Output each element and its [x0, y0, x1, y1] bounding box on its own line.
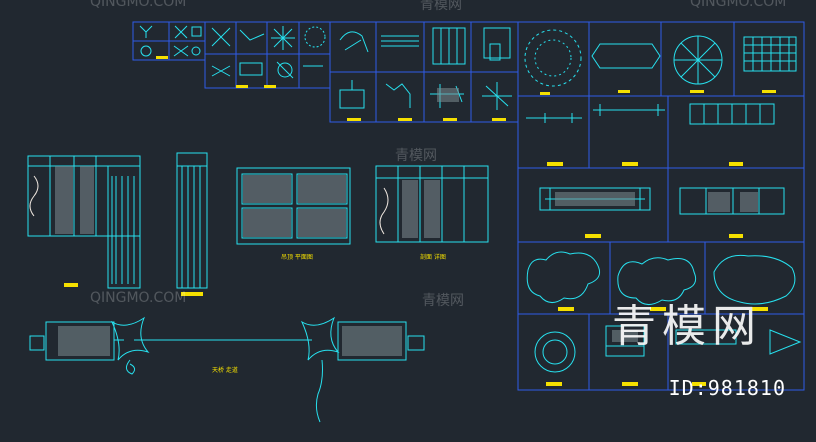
watermark-cn: 青模网: [395, 148, 437, 164]
section-plan: [375, 165, 489, 243]
watermark-cn: 青模网: [422, 293, 464, 309]
small-icon-row: [139, 25, 326, 79]
watermark-en: QINGMO.COM: [90, 290, 187, 306]
yellow-tags: [64, 56, 776, 386]
mid-icon-row: [339, 27, 512, 110]
left-floor-plan: [27, 155, 141, 289]
watermark-big-logo: 青模网: [612, 301, 762, 352]
walkway-elevation: [29, 316, 425, 423]
grid-blue-frames: [132, 21, 805, 391]
cyan-linework: [27, 25, 802, 423]
drawing-labels: 吊顶 平面图 剖面 详图 天桥 走道: [212, 253, 446, 374]
tall-column: [176, 152, 208, 289]
ceiling-plan: [236, 167, 351, 245]
watermark-en: QINGMO.COM: [90, 0, 187, 10]
hatched-fills: [55, 88, 758, 356]
watermark-cn: 青模网: [420, 0, 462, 13]
asset-id-label: ID:981810: [668, 376, 786, 400]
watermark-en: QINGMO.COM: [690, 0, 787, 10]
ceiling-plan-label: 吊顶 平面图: [281, 254, 313, 261]
section-label: 剖面 详图: [420, 253, 446, 261]
walkway-label: 天桥 走道: [212, 366, 238, 374]
